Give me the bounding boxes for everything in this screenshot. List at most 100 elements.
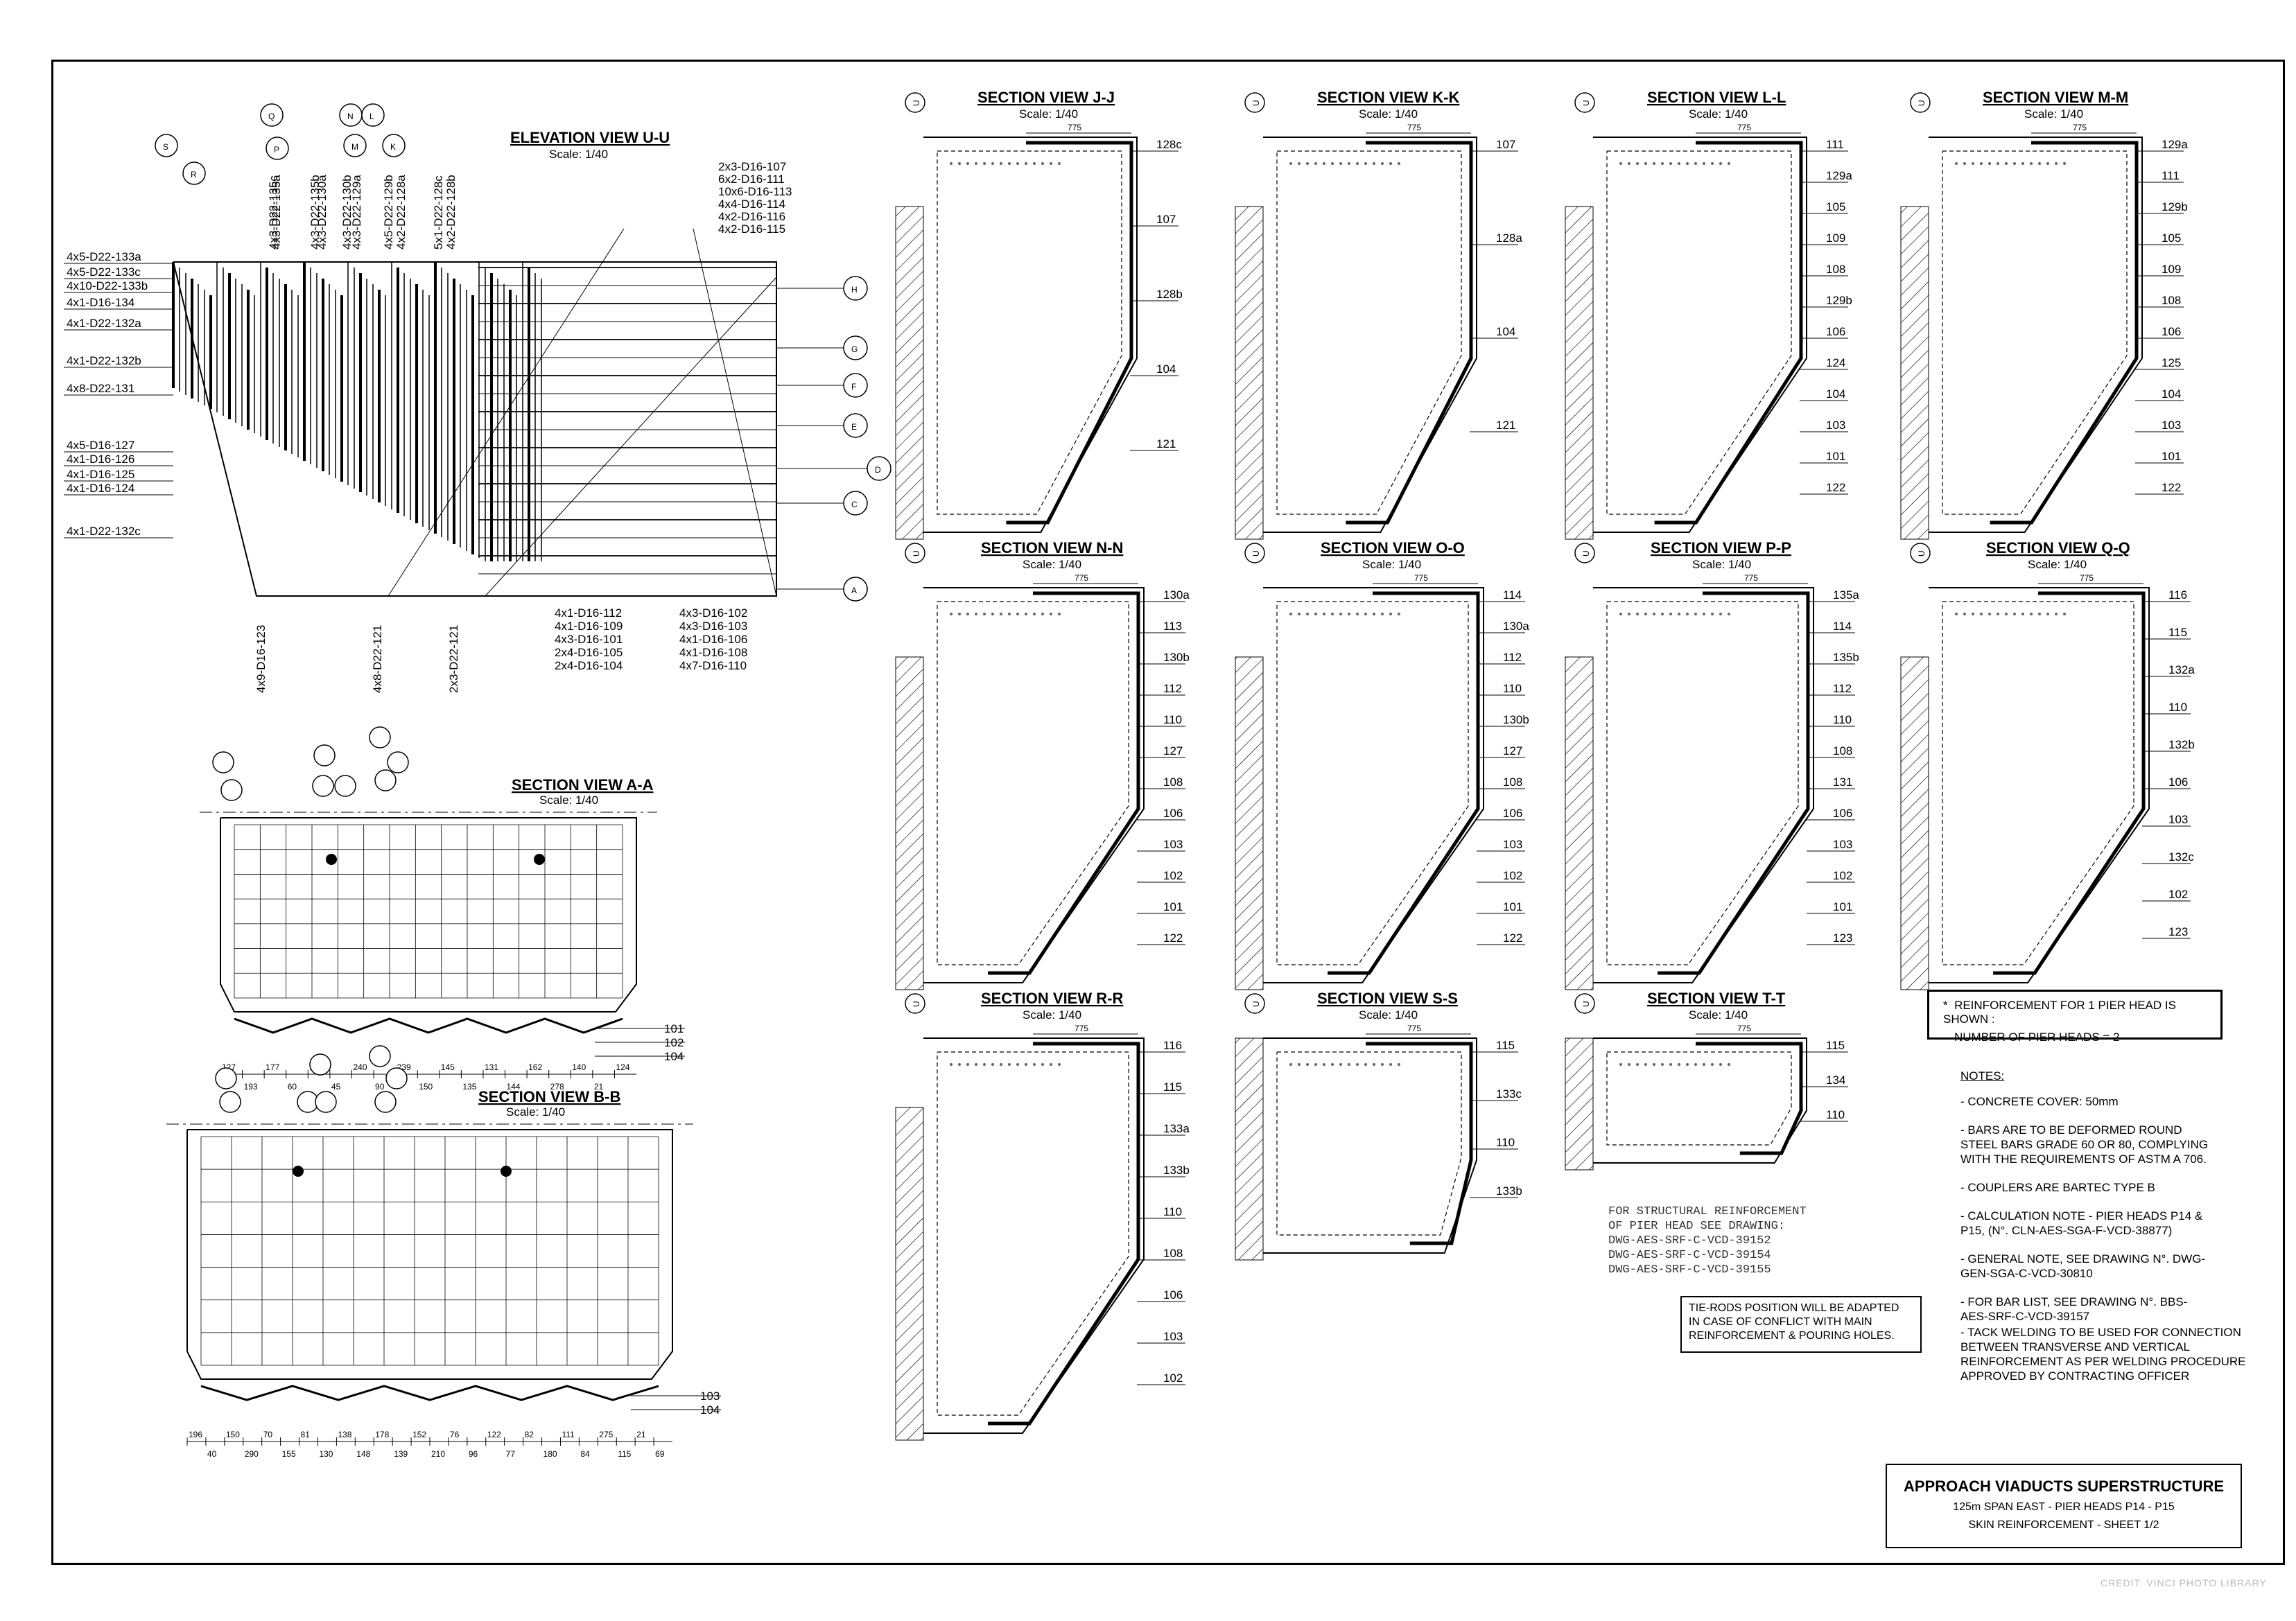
elevation-bar-label: 4x5-D22-133a [67,250,141,263]
bar-label: 110 [1833,713,1852,726]
elevation-bar-label: 4x3-D16-101 [555,633,623,646]
dimension-label: 77 [506,1449,516,1459]
bar-dot [1000,613,1002,615]
elevation-scale: Scale: 1/40 [549,148,608,161]
bar-label: 123 [2168,925,2188,938]
bar-dot [1331,1063,1334,1066]
section-title: SECTION VIEW N-N [981,539,1123,557]
bar-label: 131 [1833,776,1852,789]
inner-reinforcement [1942,601,2134,965]
section-title: SECTION VIEW S-S [1317,990,1458,1007]
section-marker [155,134,178,157]
bar-label: 107 [1156,213,1176,226]
bar-dot [1314,613,1317,615]
dimension-label: 81 [301,1430,311,1439]
bar-label: 133c [1496,1087,1522,1101]
bar-label: 128a [1496,231,1522,245]
elevation-bar-label-vertical: 4x3-D22-129a [350,175,363,249]
inner-reinforcement [1276,150,1462,515]
bar-label: 102 [1163,1372,1183,1385]
section-marker [382,134,406,157]
bar-dot [966,613,969,615]
bar-label: 103 [1503,838,1522,851]
anchor-point [534,854,545,865]
reinforcement-bar [988,1042,1140,1426]
bar-label: 122 [1503,931,1522,945]
section-title: SECTION VIEW M-M [1983,89,2128,106]
bar-label: 112 [1833,682,1852,695]
dimension-label: 124 [616,1062,629,1072]
concrete-outline [1593,1037,1807,1164]
dimension-label: 290 [245,1449,259,1459]
bar-dot [1686,1063,1689,1066]
bar-label: 127 [1503,744,1522,757]
bar-dot [1033,613,1036,615]
elevation-bar-label: 4x1-D16-126 [67,453,134,466]
note-item: - FOR BAR LIST, SEE DRAWING N°. BBS-AES-… [1960,1295,2188,1323]
section-title: SECTION VIEW R-R [981,990,1123,1007]
bar-label: 106 [2162,325,2181,338]
bar-label: 108 [1163,1247,1183,1260]
section-marker [313,744,336,766]
dimension-label: 150 [419,1082,433,1092]
bar-label: 108 [1833,744,1852,757]
bar-dot [1356,613,1359,615]
bar-dot [1686,162,1689,165]
bar-label: 133b [1163,1164,1190,1177]
dimension-label: 275 [599,1430,613,1439]
bar-label: 102 [1833,869,1852,882]
bar-dot [1058,1063,1061,1066]
section-bb-outline [186,1129,673,1380]
bar-label: 102 [2168,888,2188,901]
bar-dot [1000,162,1002,165]
section-marker [220,779,243,801]
bar-dot [1644,613,1647,615]
section-marker-u-label: U [1581,100,1591,106]
wall-hatch [1235,656,1264,990]
section-scale: Scale: 1/40 [1019,107,1078,121]
section-marker-u [1574,92,1595,113]
bar-dot [1980,162,1983,165]
bar-label: 106 [2168,776,2188,789]
section-marker-label: D [875,465,881,475]
section-scale: Scale: 1/40 [1023,558,1081,571]
reinforcement-bar [988,591,1140,975]
bar-label: 105 [2162,231,2181,245]
bar-label: 108 [1503,776,1522,789]
bar-label: 132c [2168,850,2194,864]
dimension-label: 138 [338,1430,351,1439]
inner-reinforcement [937,601,1129,965]
section-marker [374,1091,397,1113]
dimension-label: 178 [375,1430,389,1439]
section-marker [315,1091,337,1113]
dimension-label: 150 [226,1430,240,1439]
dimension-label: 775 [2080,573,2094,583]
bar-dot [1653,1063,1655,1066]
dimension-label: 82 [525,1430,534,1439]
dimension-label: 162 [528,1062,542,1072]
elevation-bar-label: 4x1-D22-132b [67,354,141,367]
bar-label: 106 [1833,807,1852,820]
bar-dot [1314,162,1317,165]
bar-dot [1389,162,1392,165]
bar-dot [1323,162,1325,165]
dimension-label: 152 [412,1430,426,1439]
bar-label: 115 [1826,1039,1845,1052]
bar-dot [2005,162,2008,165]
bar-dot [975,162,977,165]
bar-dot [1306,613,1309,615]
section-marker [219,1091,241,1113]
bar-label: 128c [1156,138,1182,151]
bar-dot [950,613,953,615]
section-marker-u-label: U [912,1001,921,1007]
section-marker [260,103,284,127]
bar-dot [1033,1063,1036,1066]
section-marker-u-label: U [1917,550,1927,557]
bar-dot [1653,162,1655,165]
bar-label: 102 [1163,869,1183,882]
bar-label: 108 [1163,776,1183,789]
bar-dot [1980,613,1983,615]
drawing-frame [51,60,2285,1565]
concrete-outline [1593,137,1807,533]
bar-dot [1348,162,1350,165]
